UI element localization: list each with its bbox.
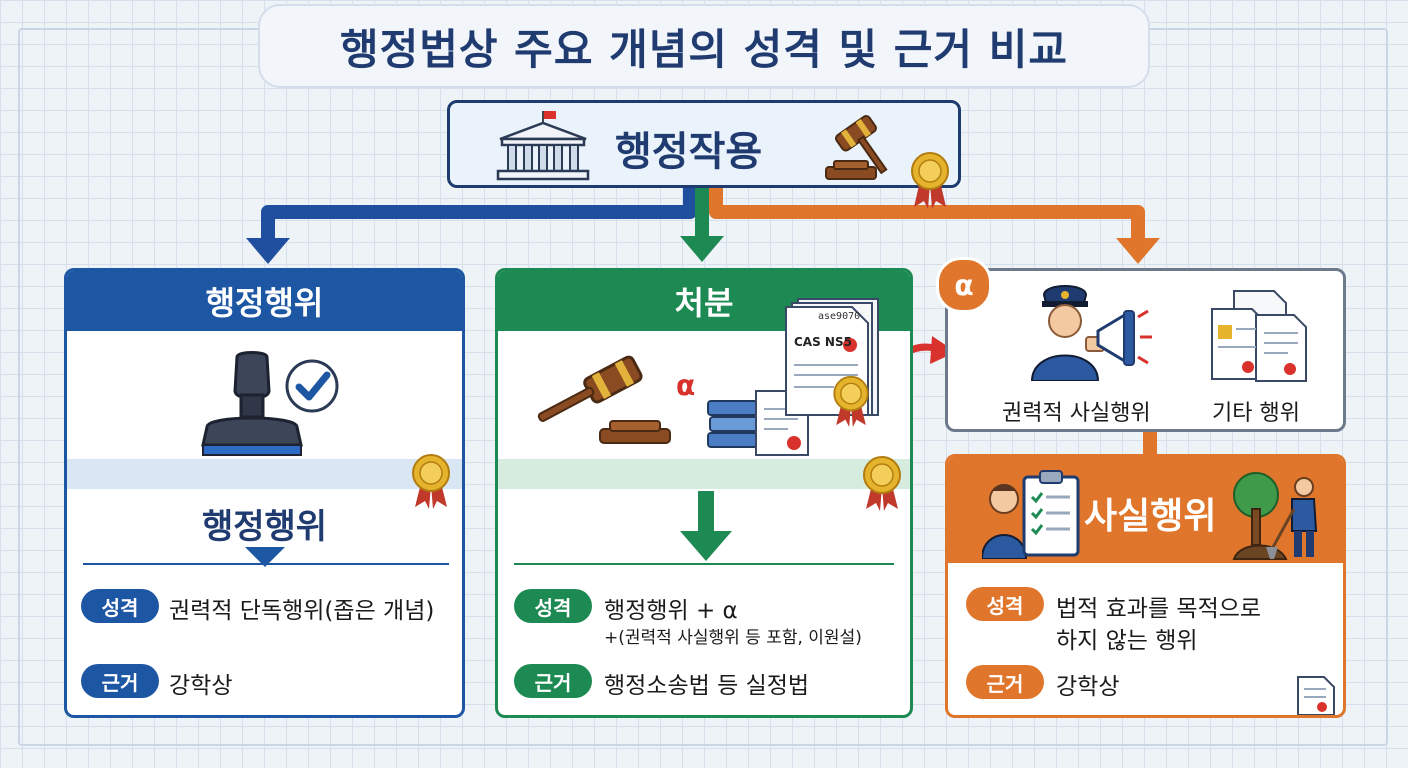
seal-icon	[863, 456, 901, 511]
gavel-icon	[825, 114, 888, 180]
tree-planting-icon	[1232, 472, 1318, 560]
seal-icon	[833, 375, 869, 427]
alpha-badge-label: α	[954, 268, 974, 302]
admin-act-basis-text: 강학상	[169, 673, 233, 699]
document-code-top: ase9070	[818, 311, 861, 322]
alpha-badge: α	[936, 257, 992, 313]
disposition-character-text: 행정행위 + α	[604, 598, 738, 624]
checkmark-icon	[285, 359, 339, 413]
factual-act-header-label: 사실행위	[1084, 496, 1217, 537]
admin-act-character-text: 권력적 단독행위(좁은 개념)	[169, 598, 435, 624]
alpha-box: α 권력적 사실행위 기타 행위	[936, 257, 1346, 432]
admin-act-header-label: 행정행위	[205, 284, 324, 322]
factual-act-basis-tag: 근거	[966, 665, 1044, 699]
admin-act-basis-tag: 근거	[81, 664, 159, 698]
factual-act-character-line2: 하지 않는 행위	[1056, 628, 1198, 654]
gavel-icon	[537, 355, 671, 444]
admin-act-character-tag: 성격	[81, 589, 159, 623]
document-icon	[1211, 290, 1307, 382]
admin-act-header: 행정행위	[67, 271, 462, 331]
disposition-band	[498, 459, 910, 489]
seal-icon	[412, 454, 450, 509]
administrative-action-label: 행정작용	[615, 129, 763, 175]
stamp-icon	[201, 351, 303, 456]
books-icon	[707, 400, 769, 448]
chevron-down-icon	[245, 547, 285, 567]
arrow-down-icon	[680, 491, 732, 561]
factual-act-character-line1: 법적 효과를 목적으로	[1056, 596, 1262, 622]
factual-act-card: 사실행위 성격 법적 효과를 목적으로 하지 않는 행위 근거 강학상	[945, 454, 1346, 718]
disposition-divider	[514, 563, 894, 565]
page-title: 행정법상 주요 개념의 성격 및 근거 비교	[340, 24, 1068, 74]
administrative-action-box: 행정작용	[447, 100, 961, 209]
alpha-item-coercive-factual-act: 권력적 사실행위	[1002, 401, 1151, 426]
disposition-character-note: +(권력적 사실행위 등 포함, 이원설)	[604, 628, 862, 648]
disposition-basis-text: 행정소송법 등 실정법	[604, 673, 810, 699]
disposition-header-label: 처분	[674, 284, 734, 322]
title-box: 행정법상 주요 개념의 성격 및 근거 비교	[258, 4, 1150, 88]
admin-act-card: 행정행위 행정행위 성격 권력적 단독행위(좁은 개념) 근거 강학상	[64, 268, 465, 718]
disposition-card: 처분 α ase9070 CAS NS	[495, 268, 913, 718]
document-icon	[1297, 676, 1335, 715]
police-megaphone-icon	[1030, 285, 1152, 381]
alpha-item-other-acts: 기타 행위	[1212, 401, 1300, 426]
admin-act-subtitle: 행정행위	[201, 507, 328, 547]
clipboard-person-icon	[982, 470, 1080, 559]
disposition-basis-tag: 근거	[514, 664, 592, 698]
building-icon	[496, 111, 590, 181]
factual-act-basis-text: 강학상	[1056, 674, 1120, 700]
seal-icon	[911, 152, 949, 209]
admin-act-band	[67, 459, 462, 489]
disposition-character-tag: 성격	[514, 589, 592, 623]
document-code-main: CAS NS5	[794, 335, 852, 349]
disposition-alpha: α	[676, 369, 696, 402]
factual-act-character-tag: 성격	[966, 587, 1044, 621]
